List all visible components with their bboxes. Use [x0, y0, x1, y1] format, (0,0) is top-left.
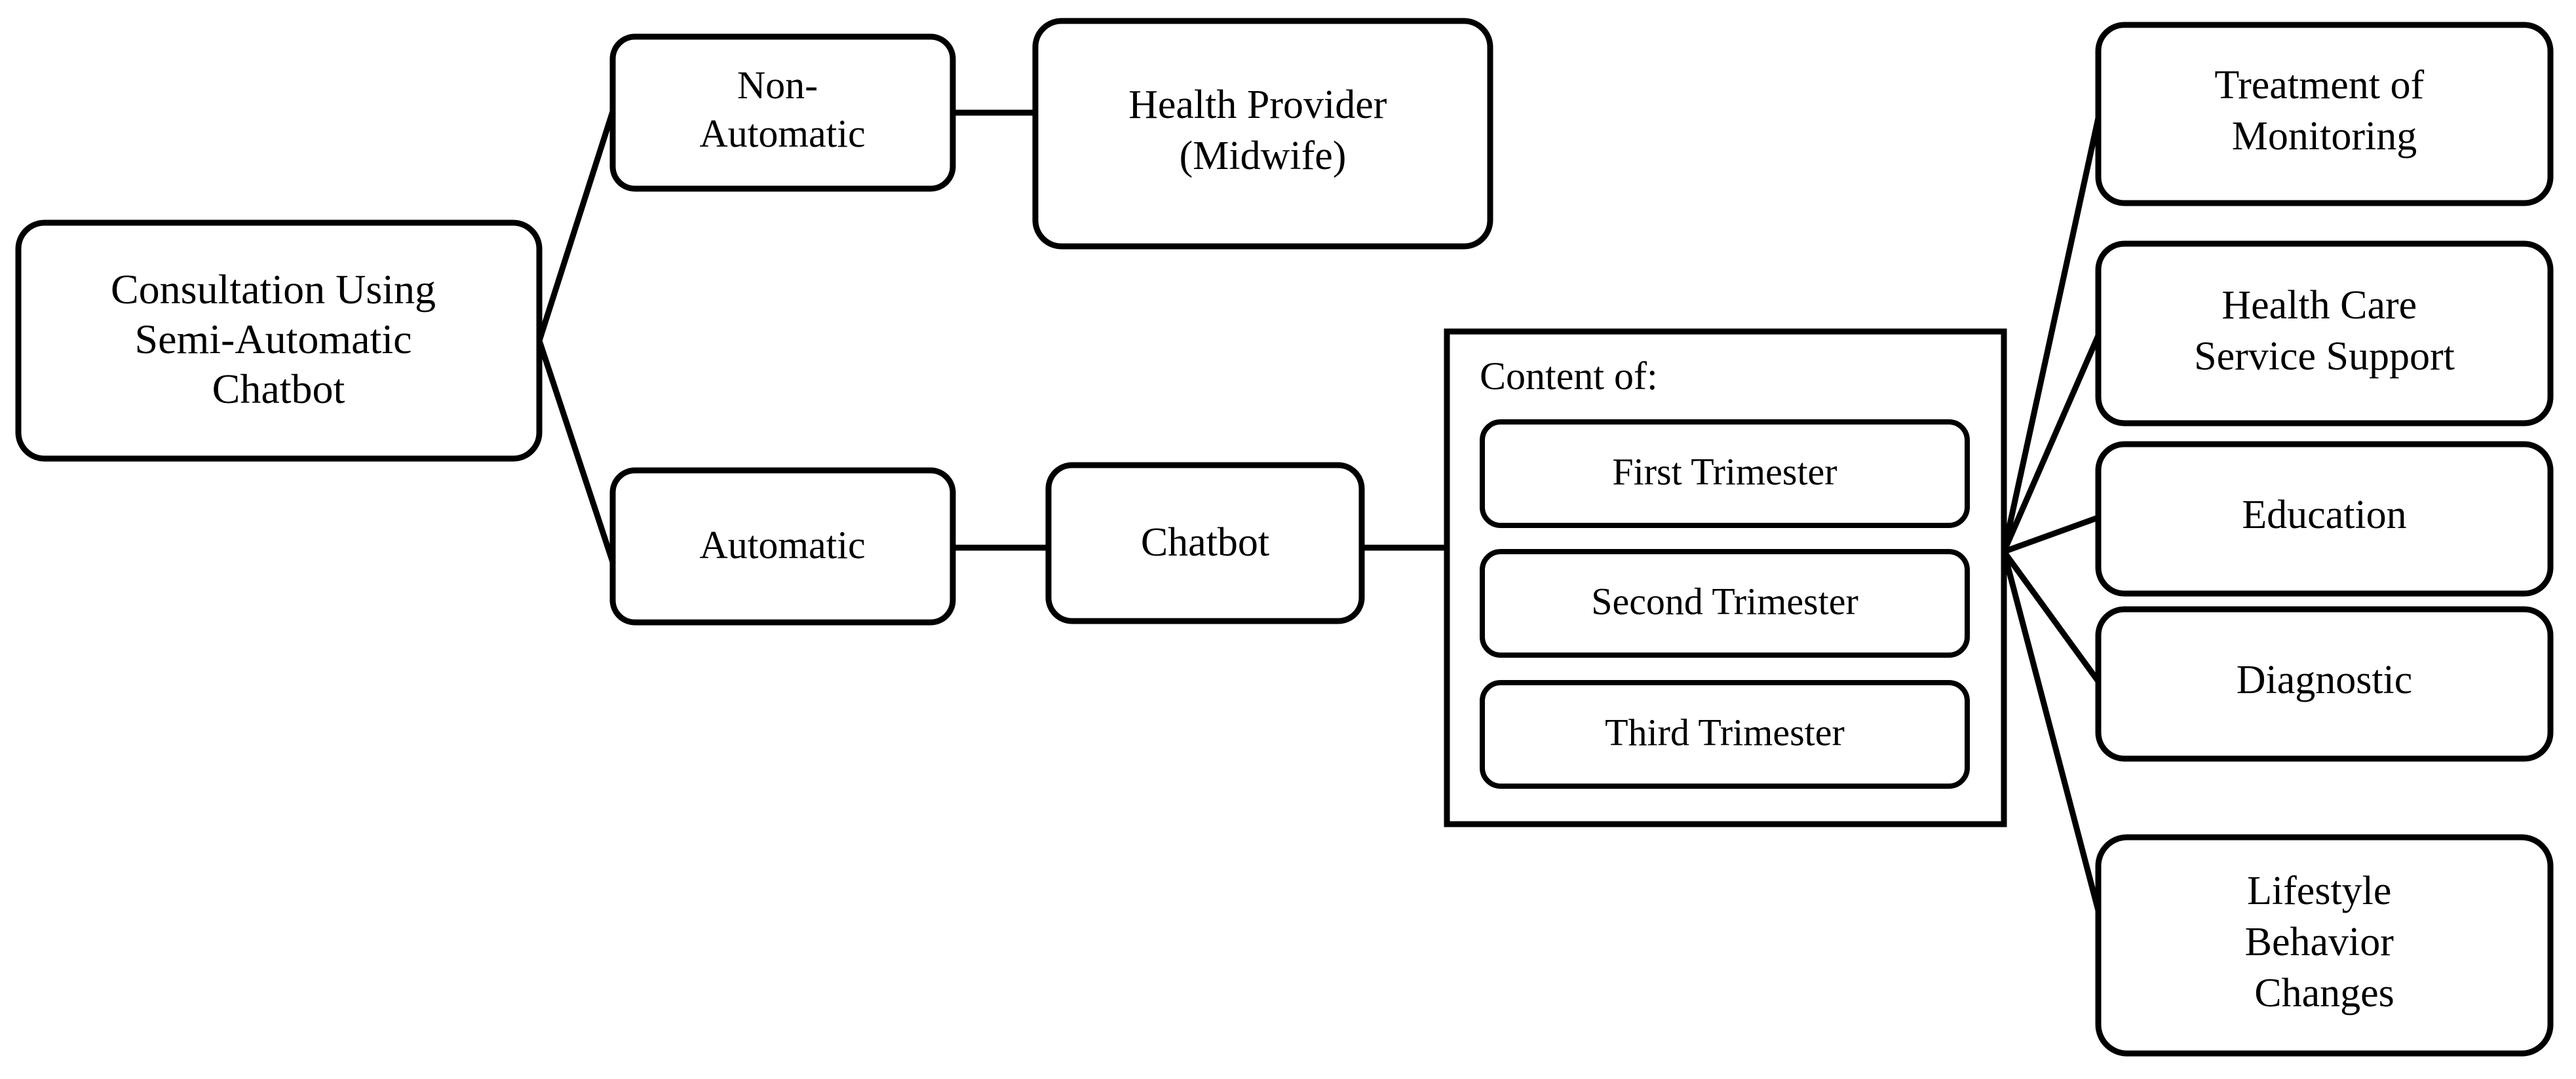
- node-diagnostic-label: Diagnostic: [2237, 658, 2413, 702]
- node-health-care-service-support-shape[interactable]: [2095, 240, 2554, 426]
- node-health-provider[interactable]: Health Provider (Midwife): [1032, 18, 1493, 250]
- connector-content-to-lifestyle-behavior-changes: [2001, 550, 2102, 912]
- content-of-group: Content of: First Trimester Second Trime…: [1444, 328, 2007, 827]
- node-consultation-root-label: Consultation Using Semi-Automatic Chatbo…: [111, 266, 446, 412]
- connector-layer: [536, 109, 2102, 912]
- node-first-trimester[interactable]: First Trimester: [1480, 419, 1970, 528]
- node-treatment-of-monitoring-shape[interactable]: [2095, 22, 2554, 206]
- node-automatic[interactable]: Automatic: [609, 467, 956, 626]
- node-health-provider-shape[interactable]: [1032, 18, 1493, 250]
- node-second-trimester[interactable]: Second Trimester: [1480, 549, 1970, 658]
- node-consultation-root-shape[interactable]: [15, 219, 543, 462]
- node-consultation-root[interactable]: Consultation Using Semi-Automatic Chatbo…: [15, 219, 543, 462]
- connector-root-to-automatic: [536, 339, 616, 563]
- node-non-automatic[interactable]: Non- Automatic: [609, 33, 956, 192]
- node-second-trimester-shape[interactable]: [1480, 549, 1970, 658]
- node-treatment-of-monitoring-label: Treatment of Monitoring: [2214, 63, 2434, 159]
- node-third-trimester[interactable]: Third Trimester: [1480, 680, 1970, 789]
- connector-content-to-education: [2003, 514, 2100, 555]
- node-education-label: Education: [2242, 493, 2406, 537]
- connector-content-to-treatment-of-monitoring: [2001, 117, 2102, 552]
- node-automatic-label: Automatic: [699, 523, 865, 567]
- node-diagnostic[interactable]: Diagnostic: [2095, 606, 2554, 762]
- node-lifestyle-behavior-changes[interactable]: Lifestyle Behavior Changes: [2095, 834, 2554, 1057]
- node-non-automatic-label: Non- Automatic: [699, 64, 865, 155]
- connector-root-to-non-automatic: [536, 110, 616, 342]
- node-lifestyle-behavior-changes-shape[interactable]: [2095, 834, 2554, 1057]
- node-chatbot-label: Chatbot: [1141, 520, 1269, 565]
- node-second-trimester-label: Second Trimester: [1591, 580, 1858, 622]
- node-chatbot[interactable]: Chatbot: [1045, 462, 1365, 624]
- node-third-trimester-shape[interactable]: [1480, 680, 1970, 789]
- node-lifestyle-behavior-changes-label: Lifestyle Behavior Changes: [2245, 869, 2404, 1015]
- node-health-care-service-support-label: Health Care Service Support: [2194, 283, 2455, 379]
- node-first-trimester-shape[interactable]: [1480, 419, 1970, 528]
- node-chatbot-shape[interactable]: [1045, 462, 1365, 624]
- node-non-automatic-shape[interactable]: [609, 33, 956, 192]
- node-third-trimester-label: Third Trimester: [1605, 711, 1845, 753]
- content-of-group-label: Content of:: [1480, 354, 1658, 398]
- node-education-shape[interactable]: [2095, 441, 2554, 597]
- connector-content-to-health-care-service-support: [2001, 334, 2102, 553]
- connector-content-to-diagnostic: [2001, 550, 2101, 683]
- node-health-provider-label: Health Provider (Midwife): [1128, 83, 1397, 178]
- node-diagnostic-shape[interactable]: [2095, 606, 2554, 762]
- node-automatic-shape[interactable]: [609, 467, 956, 626]
- node-treatment-of-monitoring[interactable]: Treatment of Monitoring: [2095, 22, 2554, 206]
- node-health-care-service-support[interactable]: Health Care Service Support: [2095, 240, 2554, 426]
- node-first-trimester-label: First Trimester: [1612, 450, 1837, 493]
- node-education[interactable]: Education: [2095, 441, 2554, 597]
